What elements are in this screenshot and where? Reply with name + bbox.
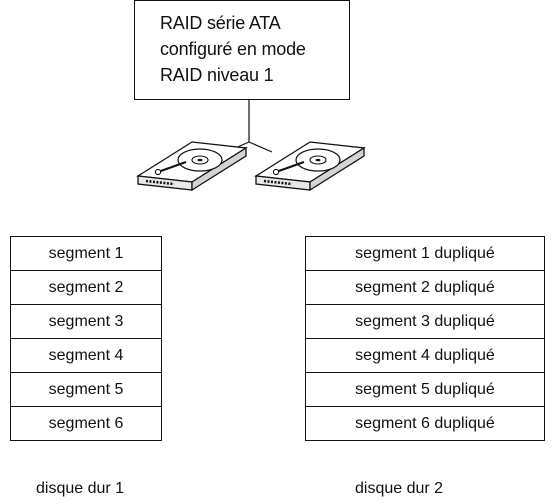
table-row: segment 4 dupliqué bbox=[305, 338, 545, 373]
raid-controller-box: RAID série ATA configuré en mode RAID ni… bbox=[134, 0, 350, 100]
disk2-segment-3: segment 3 dupliqué bbox=[305, 304, 545, 339]
disk1-label: disque dur 1 bbox=[36, 480, 125, 497]
disk1-segment-6: segment 6 bbox=[10, 406, 162, 441]
disk1-segment-3: segment 3 bbox=[10, 304, 162, 339]
disk1-segment-2: segment 2 bbox=[10, 270, 162, 305]
disk2-segment-2: segment 2 dupliqué bbox=[305, 270, 545, 305]
controller-line-2: configuré en mode bbox=[160, 39, 306, 59]
disk2-segment-table: segment 1 dupliqué segment 2 dupliqué se… bbox=[305, 236, 545, 441]
disk2-segment-4: segment 4 dupliqué bbox=[305, 338, 545, 373]
disk1-segment-1: segment 1 bbox=[10, 236, 162, 271]
table-row: segment 1 bbox=[10, 236, 162, 271]
disk2-segment-1: segment 1 dupliqué bbox=[305, 236, 545, 271]
table-row: segment 4 bbox=[10, 338, 162, 373]
hard-drive-icon bbox=[254, 141, 366, 192]
table-row: segment 6 bbox=[10, 406, 162, 441]
table-row: segment 3 dupliqué bbox=[305, 304, 545, 339]
controller-line-3: RAID niveau 1 bbox=[160, 65, 274, 85]
disk2-segment-6: segment 6 dupliqué bbox=[305, 406, 545, 441]
disk1-segment-4: segment 4 bbox=[10, 338, 162, 373]
hard-drive-icon bbox=[136, 141, 248, 192]
table-row: segment 3 bbox=[10, 304, 162, 339]
table-row: segment 1 dupliqué bbox=[305, 236, 545, 271]
disk2-segment-5: segment 5 dupliqué bbox=[305, 372, 545, 407]
disk1-segment-table: segment 1 segment 2 segment 3 segment 4 … bbox=[10, 236, 162, 441]
table-row: segment 2 dupliqué bbox=[305, 270, 545, 305]
table-row: segment 5 dupliqué bbox=[305, 372, 545, 407]
disk1-segment-5: segment 5 bbox=[10, 372, 162, 407]
disk2-label: disque dur 2 bbox=[355, 480, 444, 497]
table-row: segment 2 bbox=[10, 270, 162, 305]
controller-line-1: RAID série ATA bbox=[160, 13, 281, 33]
table-row: segment 6 dupliqué bbox=[305, 406, 545, 441]
table-row: segment 5 bbox=[10, 372, 162, 407]
